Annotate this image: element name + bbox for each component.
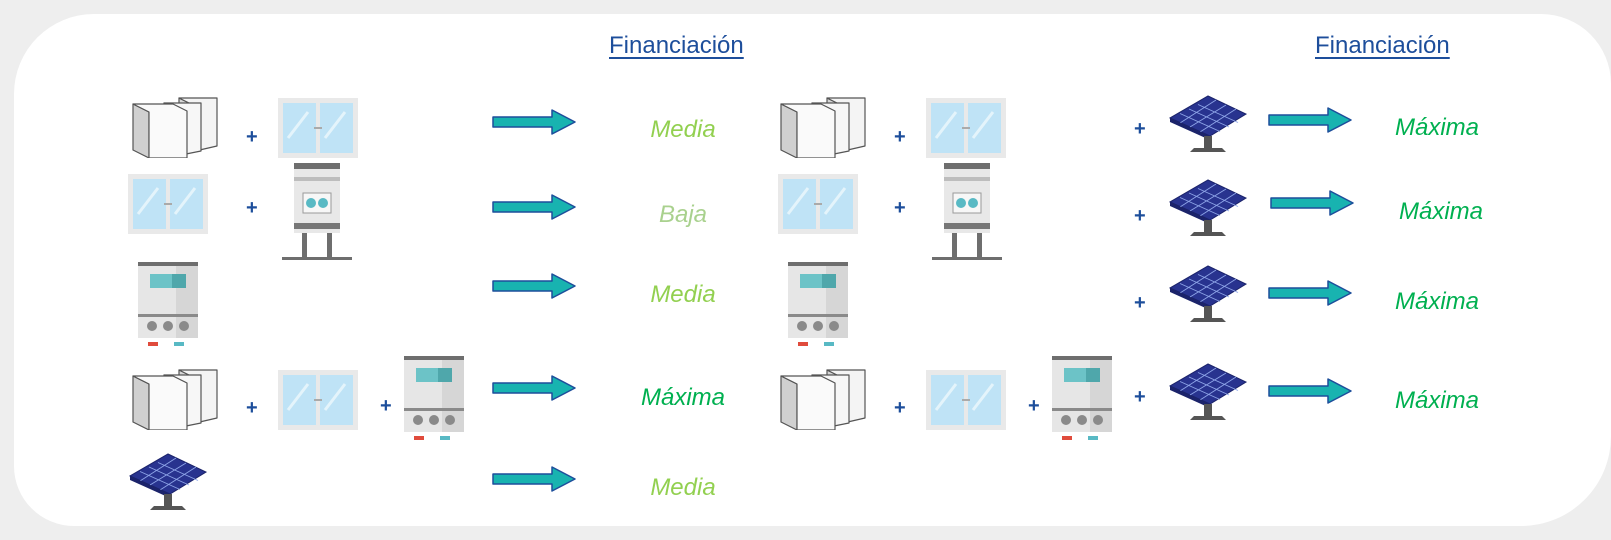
- arrow-icon: [1268, 378, 1352, 404]
- financing-level: Máxima: [1394, 288, 1479, 315]
- insulation-panels-icon: [778, 366, 870, 430]
- boiler-icon: [138, 262, 198, 352]
- financing-level: Media: [650, 281, 716, 308]
- arrow-icon: [492, 194, 576, 220]
- solar-panel-icon: [1168, 362, 1248, 422]
- window-icon: [926, 98, 1006, 158]
- boiler-icon: [404, 356, 464, 446]
- arrow-icon: [492, 466, 576, 492]
- solar-panel-icon: [1168, 178, 1248, 238]
- window-icon: [278, 370, 358, 430]
- boiler-icon: [788, 262, 848, 352]
- plus-sign: +: [1028, 395, 1040, 417]
- insulation-panels-icon: [778, 94, 870, 158]
- arrow-icon: [1268, 280, 1352, 306]
- window-icon: [128, 174, 208, 234]
- window-icon: [778, 174, 858, 234]
- financing-level: Media: [650, 116, 716, 143]
- financing-level: Máxima: [1394, 387, 1479, 414]
- boiler-icon: [1052, 356, 1112, 446]
- right-financing-heading: Financiación: [1315, 32, 1450, 59]
- plus-sign: +: [894, 197, 906, 219]
- plus-sign: +: [894, 397, 906, 419]
- solar-panel-icon: [1168, 264, 1248, 324]
- arrow-icon: [492, 109, 576, 135]
- plus-sign: +: [1134, 292, 1146, 314]
- arrow-icon: [492, 375, 576, 401]
- financing-level: Máxima: [1398, 198, 1483, 225]
- insulation-panels-icon: [130, 94, 222, 158]
- plus-sign: +: [246, 126, 258, 148]
- window-icon: [278, 98, 358, 158]
- plus-sign: +: [246, 197, 258, 219]
- plus-sign: +: [1134, 386, 1146, 408]
- left-financing-heading: Financiación: [609, 32, 744, 59]
- insulation-panels-icon: [130, 366, 222, 430]
- plus-sign: +: [894, 126, 906, 148]
- heat-pump-icon: [932, 163, 1002, 263]
- plus-sign: +: [246, 397, 258, 419]
- solar-panel-icon: [128, 452, 208, 512]
- arrow-icon: [1270, 190, 1354, 216]
- arrow-icon: [492, 273, 576, 299]
- financing-level: Baja: [658, 201, 708, 228]
- plus-sign: +: [1134, 205, 1146, 227]
- window-icon: [926, 370, 1006, 430]
- arrow-icon: [1268, 107, 1352, 133]
- financing-level: Media: [650, 474, 716, 501]
- plus-sign: +: [380, 395, 392, 417]
- financing-level: Máxima: [1394, 114, 1479, 141]
- solar-panel-icon: [1168, 94, 1248, 154]
- plus-sign: +: [1134, 118, 1146, 140]
- heat-pump-icon: [282, 163, 352, 263]
- financing-level: Máxima: [640, 384, 725, 411]
